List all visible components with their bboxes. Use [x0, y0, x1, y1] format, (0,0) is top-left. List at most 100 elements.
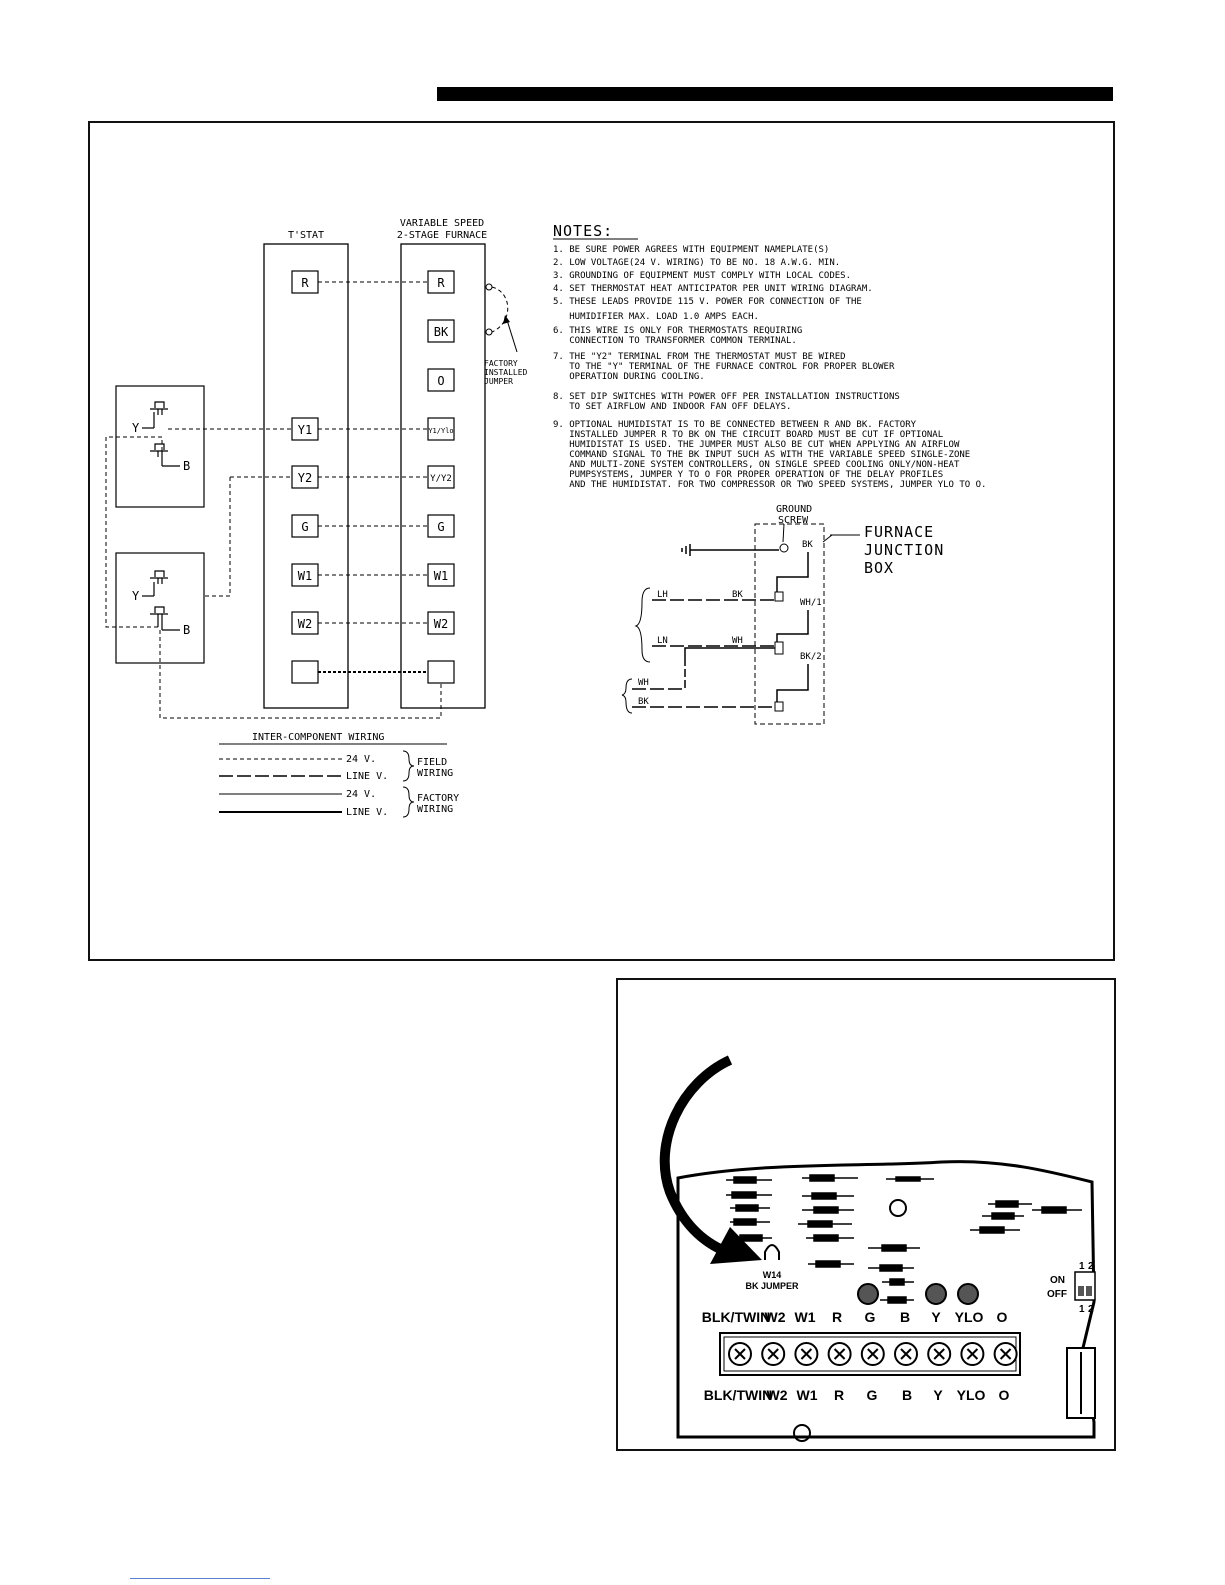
svg-text:O: O [437, 374, 444, 388]
jumper-arrowhead [503, 315, 510, 324]
jumper-label-line1: FACTORY [484, 359, 518, 368]
wire-label-bk2: BK/2 [800, 652, 822, 662]
dip-number-bottom-2: 2 [1088, 1304, 1094, 1315]
junction-box [754, 523, 825, 725]
tstat-title: T'STAT [288, 230, 324, 241]
pointer-arrow [659, 1055, 733, 1257]
terminal-label: G [865, 1309, 876, 1325]
svg-text:W2: W2 [434, 617, 448, 631]
furnace-terminal-bk: BK [427, 319, 455, 343]
wire-label-bk-top: BK [802, 540, 813, 550]
bk-jumper-label-2: BK JUMPER [745, 1281, 799, 1291]
legend-factory-24v-label: 24 V. [346, 789, 376, 800]
connector-ln [774, 641, 784, 655]
wiring-diagram: T'STAT VARIABLE SPEED 2-STAGE FURNACE R … [105, 218, 986, 818]
furnace-terminal-r: R [427, 270, 455, 294]
terminal-screw-slot [767, 1348, 779, 1360]
terminal-label: Y [931, 1309, 941, 1325]
ground-screw-label-2: SCREW [778, 515, 809, 526]
junction-title-1: FURNACE [864, 523, 934, 541]
note-line: HUMIDISTAT IS USED. THE JUMPER MUST ALSO… [553, 440, 960, 450]
terminal-screw-slot [833, 1348, 846, 1360]
bk-jumper-icon [764, 1244, 780, 1260]
jumper-terminal-bk [485, 328, 493, 336]
legend-factory-brace [402, 786, 415, 818]
legend-title: INTER-COMPONENT WIRING [252, 732, 384, 743]
terminal-label: R [834, 1387, 844, 1403]
terminal-label: W1 [797, 1387, 818, 1403]
factory-jumper-wire [491, 286, 509, 333]
tstat-terminal-r: R [291, 270, 319, 294]
svg-text:W1: W1 [434, 569, 448, 583]
jumper-terminal-r [485, 283, 493, 291]
wire-label-wh-lower: WH [638, 678, 649, 688]
legend-factory-linev-label: LINE V. [346, 807, 388, 818]
terminal-screw-slot [900, 1348, 912, 1360]
svg-text:R: R [301, 276, 309, 290]
terminal-label: O [999, 1387, 1010, 1403]
outdoor-unit-2-b-label: B [183, 623, 190, 637]
control-board-illustration: W14 BK JUMPER 1 2 1 2 ON OFF BLK/TWIN W2… [659, 1055, 1096, 1442]
note-line: OPERATION DURING COOLING. [553, 372, 705, 382]
note-line: 2. LOW VOLTAGE(24 V. WIRING) TO BE NO. 1… [553, 258, 840, 268]
terminal-screw-slot [966, 1348, 979, 1360]
field-wires-24v [318, 281, 428, 624]
tstat-terminal-w1: W1 [291, 563, 319, 587]
svg-text:Y/Y2: Y/Y2 [430, 474, 452, 484]
outdoor-unit-1 [115, 385, 205, 508]
dip-number-top-1: 1 [1079, 1261, 1085, 1272]
legend-field-linev-label: LINE V. [346, 771, 388, 782]
terminal-label: BLK/TWIN [702, 1309, 770, 1325]
furnace-terminal-o: O [427, 368, 455, 392]
notes-list: 1. BE SURE POWER AGREES WITH EQUIPMENT N… [553, 245, 986, 490]
terminal-label: B [902, 1387, 912, 1403]
bk-jumper-label-1: W14 [763, 1270, 782, 1280]
jumper-label-line3: JUMPER [484, 377, 513, 386]
led-indicator [957, 1283, 979, 1305]
svg-text:G: G [301, 520, 308, 534]
note-line: 7. THE "Y2" TERMINAL FROM THE THERMOSTAT… [553, 352, 846, 362]
outdoor-unit-2-contactor [142, 570, 180, 631]
dip-switch [1074, 1271, 1096, 1301]
outdoor-field-wires [105, 428, 442, 719]
line-input-brace [634, 587, 651, 663]
svg-text:Y1/Ylo: Y1/Ylo [428, 427, 453, 435]
terminal-screws [728, 1342, 1018, 1366]
board-hole [889, 1199, 907, 1217]
junction-title-3: BOX [864, 559, 894, 577]
wire-label-bk-lower: BK [638, 697, 649, 707]
svg-text:BK: BK [434, 325, 449, 339]
dip-off-label: OFF [1047, 1289, 1067, 1300]
terminal-label: O [997, 1309, 1008, 1325]
jumper-label-line2: INSTALLED [484, 368, 528, 377]
wire-label-bk-lh: BK [732, 590, 743, 600]
note-line: TO SET AIRFLOW AND INDOOR FAN OFF DELAYS… [553, 402, 791, 412]
note-line: PUMPSYSTEMS, JUMPER Y TO O FOR PROPER OP… [553, 470, 943, 480]
page-footer-link-line [130, 1578, 270, 1579]
furnace-box [400, 243, 486, 709]
board-hole [793, 1424, 811, 1442]
dip-number-bottom-1: 1 [1079, 1304, 1085, 1315]
note-line: AND MULTI-ZONE SYSTEM CONTROLLERS, ON SI… [553, 460, 960, 470]
note-line: TO THE "Y" TERMINAL OF THE FURNACE CONTR… [553, 362, 895, 372]
junction-factory-wires [684, 552, 809, 702]
terminal-label: W2 [767, 1387, 788, 1403]
tstat-box [263, 243, 349, 709]
furnace-title-line1: VARIABLE SPEED [400, 218, 484, 229]
furnace-terminal-common [427, 660, 455, 684]
wire-label-wh1: WH/1 [800, 598, 822, 608]
terminal-label: R [832, 1309, 842, 1325]
svg-text:W2: W2 [298, 617, 312, 631]
led-indicator [857, 1283, 879, 1305]
board-components [726, 1174, 1082, 1304]
note-line: 5. THESE LEADS PROVIDE 115 V. POWER FOR … [553, 297, 862, 307]
note-line: 6. THIS WIRE IS ONLY FOR THERMOSTATS REQ… [553, 326, 802, 336]
humidifier-brace [621, 678, 633, 714]
tstat-terminal-common [291, 660, 319, 684]
furnace-terminal-g: G [427, 514, 455, 538]
terminal-screw-slot [800, 1348, 813, 1360]
note-line: AND THE HUMIDISTAT. FOR TWO COMPRESSOR O… [553, 480, 986, 490]
note-line: 4. SET THERMOSTAT HEAT ANTICIPATOR PER U… [553, 284, 873, 294]
ground-screw-label-1: GROUND [776, 504, 812, 515]
terminal-label: W1 [795, 1309, 816, 1325]
